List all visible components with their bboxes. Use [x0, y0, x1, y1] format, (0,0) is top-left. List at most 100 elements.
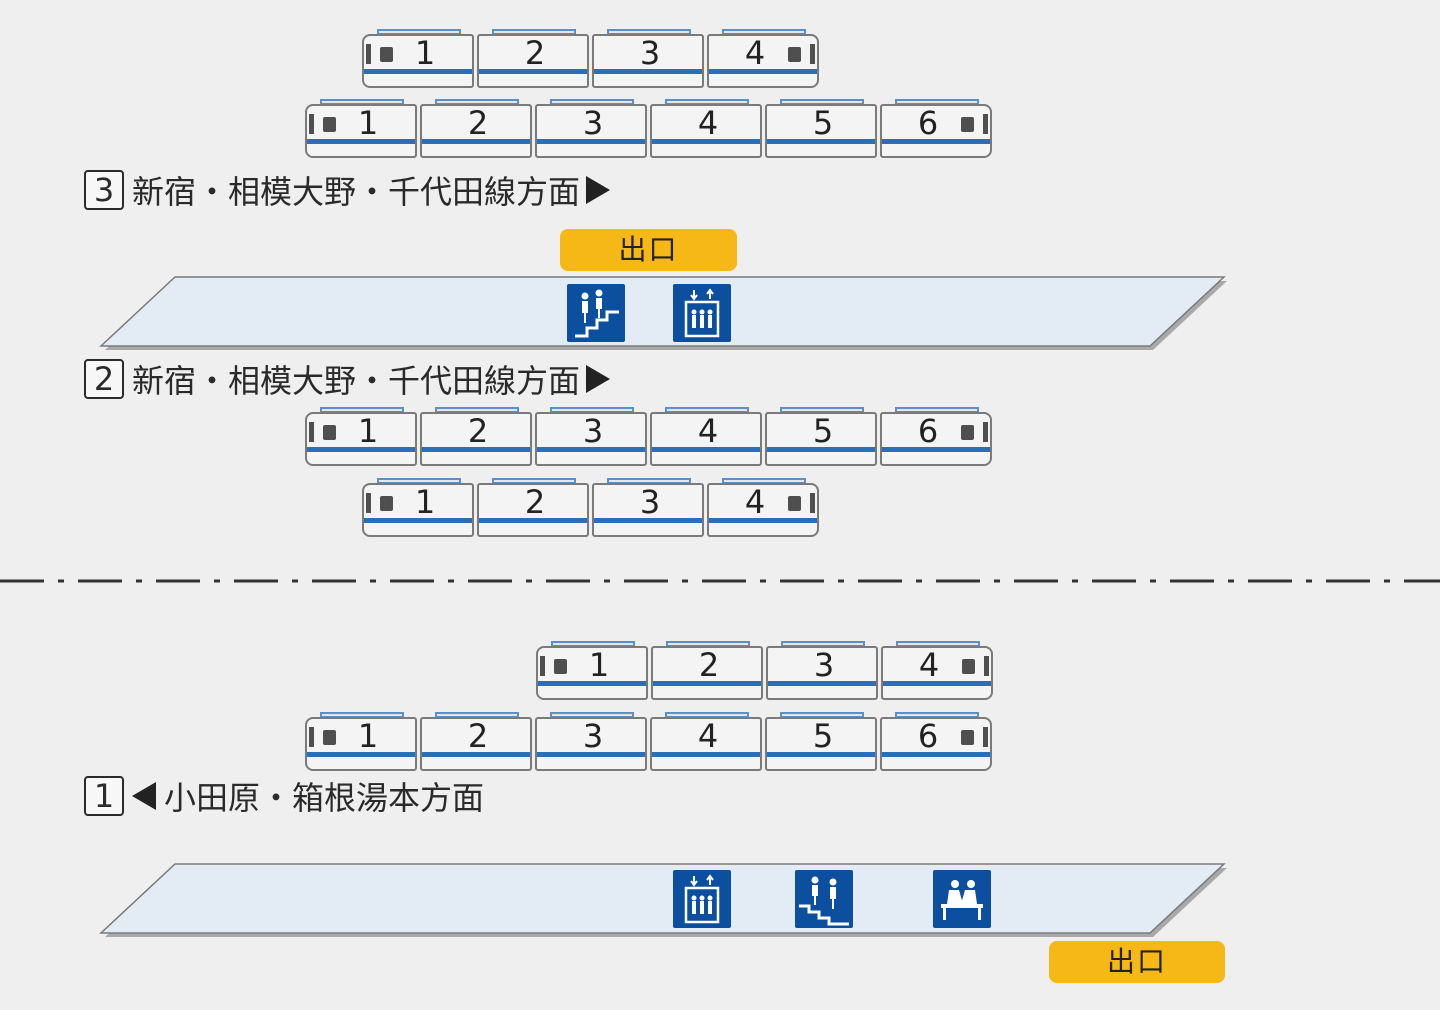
arrow-right-icon [586, 365, 611, 393]
car-stripe [767, 447, 875, 452]
cab-window-icon [366, 493, 371, 513]
car-stripe [479, 69, 587, 74]
train-car: 6 [880, 712, 992, 772]
elevator-icon [673, 284, 731, 342]
cab-window-icon [309, 114, 314, 134]
car-body: 4 [650, 104, 762, 158]
car-stripe [709, 518, 817, 523]
train-car: 2 [420, 712, 532, 772]
car-body: 2 [477, 34, 589, 88]
train-car: 5 [765, 712, 877, 772]
cab-window-icon [961, 425, 974, 440]
cab-window-icon [983, 114, 988, 134]
cab-window-icon [810, 493, 815, 513]
car-stripe [882, 139, 990, 144]
cab-window-icon [788, 496, 801, 511]
car-number: 4 [697, 104, 719, 142]
car-body: 6 [880, 104, 992, 158]
cab-window-icon [323, 425, 336, 440]
car-number: 2 [467, 717, 489, 755]
car-number: 5 [812, 412, 834, 450]
cab-window-icon [380, 496, 393, 511]
cab-window-icon [540, 656, 545, 676]
car-body: 1 [305, 412, 417, 466]
track2-label: 2 新宿・相模大野・千代田線方面 [84, 356, 611, 402]
car-body: 1 [362, 34, 474, 88]
stairs-icon [795, 870, 853, 928]
car-stripe [307, 447, 415, 452]
car-stripe [364, 69, 472, 74]
car-number: 4 [697, 717, 719, 755]
train-car: 4 [707, 478, 819, 538]
cab-window-icon [983, 422, 988, 442]
car-stripe [653, 681, 761, 686]
car-number: 5 [812, 104, 834, 142]
exit-badge-lower: 出口 [1049, 941, 1225, 983]
track-direction: 新宿・相模大野・千代田線方面 [132, 362, 581, 400]
car-number: 1 [357, 717, 379, 755]
car-number: 1 [357, 412, 379, 450]
train-car: 4 [650, 712, 762, 772]
car-stripe [479, 518, 587, 523]
stairs-icon [567, 284, 625, 342]
car-body: 4 [707, 34, 819, 88]
train-car: 3 [535, 712, 647, 772]
cab-window-icon [961, 117, 974, 132]
car-stripe [652, 752, 760, 757]
train-car: 4 [650, 99, 762, 159]
car-stripe [882, 447, 990, 452]
car-body: 2 [477, 483, 589, 537]
car-number: 1 [357, 104, 379, 142]
car-number: 2 [524, 483, 546, 521]
cab-window-icon [788, 47, 801, 62]
train-car: 3 [535, 99, 647, 159]
car-body: 5 [765, 104, 877, 158]
car-number: 2 [467, 104, 489, 142]
car-stripe [422, 752, 530, 757]
car-stripe [364, 518, 472, 523]
train-car: 5 [765, 407, 877, 467]
track-number-badge: 1 [84, 776, 124, 816]
car-stripe [594, 69, 702, 74]
car-body: 4 [650, 717, 762, 771]
car-stripe [537, 139, 645, 144]
train-car: 2 [420, 407, 532, 467]
cab-window-icon [810, 44, 815, 64]
car-body: 6 [880, 412, 992, 466]
car-number: 2 [524, 34, 546, 72]
train-car: 2 [420, 99, 532, 159]
train-car: 4 [650, 407, 762, 467]
train-car: 2 [477, 478, 589, 538]
car-body: 2 [420, 104, 532, 158]
train-car: 6 [880, 407, 992, 467]
train-car: 6 [880, 99, 992, 159]
track1-label: 1 小田原・箱根湯本方面 [84, 773, 484, 819]
car-stripe [307, 139, 415, 144]
car-body: 2 [420, 717, 532, 771]
car-body: 4 [881, 646, 993, 700]
cab-window-icon [983, 727, 988, 747]
car-number: 3 [582, 104, 604, 142]
car-number: 2 [698, 646, 720, 684]
train-car: 3 [592, 29, 704, 89]
car-body: 3 [592, 483, 704, 537]
car-stripe [422, 139, 530, 144]
car-stripe [767, 139, 875, 144]
car-body: 2 [651, 646, 763, 700]
car-stripe [594, 518, 702, 523]
car-stripe [537, 447, 645, 452]
car-number: 6 [917, 104, 939, 142]
exit-badge-upper: 出口 [560, 229, 737, 271]
train-car: 3 [535, 407, 647, 467]
train-car: 3 [592, 478, 704, 538]
car-body: 6 [880, 717, 992, 771]
car-body: 3 [766, 646, 878, 700]
train-car: 1 [362, 478, 474, 538]
car-number: 1 [588, 646, 610, 684]
car-number: 6 [917, 717, 939, 755]
elevator-icon [673, 870, 731, 928]
train-car: 1 [362, 29, 474, 89]
cab-window-icon [984, 656, 989, 676]
car-stripe [652, 447, 760, 452]
car-body: 1 [362, 483, 474, 537]
